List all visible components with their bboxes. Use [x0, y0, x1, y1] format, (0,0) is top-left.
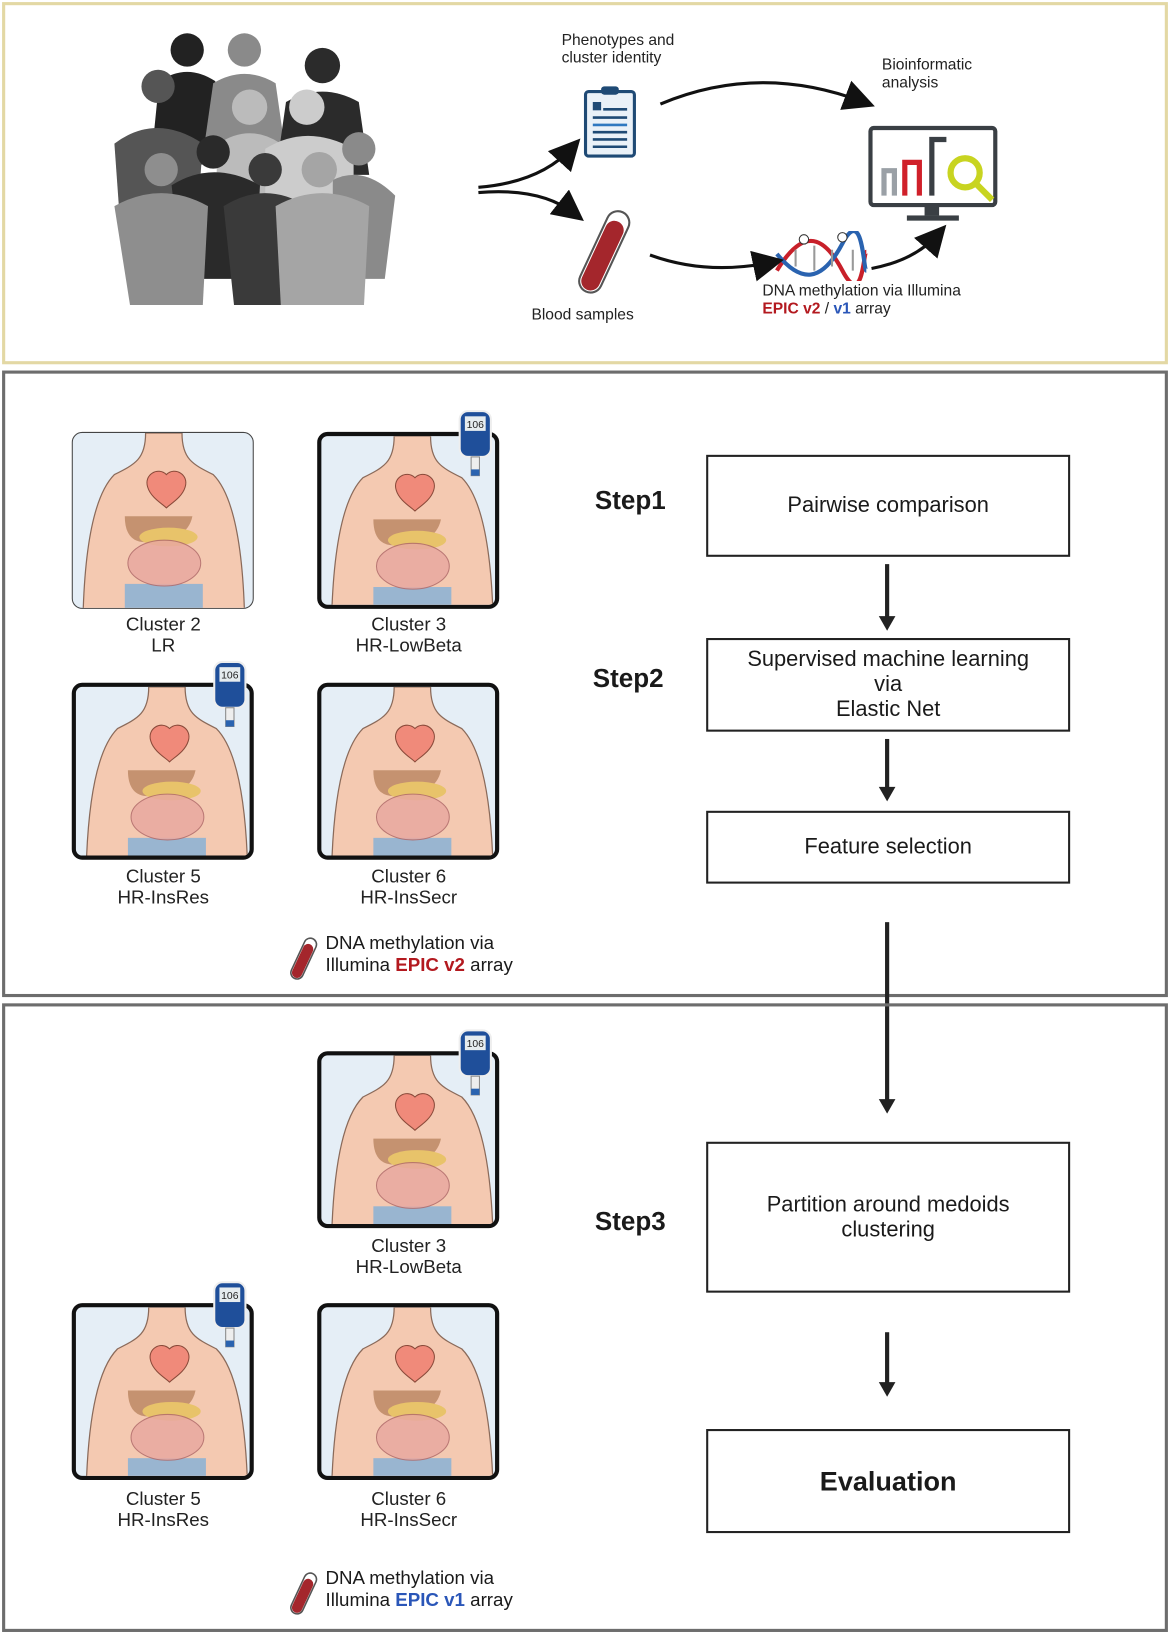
cluster-illustration	[317, 1051, 500, 1229]
arrow-down-icon	[878, 564, 896, 631]
step2-label: Step2	[592, 664, 664, 694]
evaluation-box: Evaluation	[706, 1429, 1071, 1534]
people-group-icon	[114, 33, 396, 305]
cluster-illustration	[317, 431, 500, 609]
glucose-meter-icon: 106	[458, 1028, 493, 1097]
blood-tube-icon	[290, 1572, 318, 1615]
cluster-subtype: HR-InsSecr	[360, 1509, 458, 1530]
cluster-subtype: HR-InsSecr	[360, 886, 458, 908]
glucose-meter-icon: 106	[212, 1280, 247, 1349]
cluster-illustration	[317, 1303, 500, 1481]
cluster-illustration	[71, 1303, 254, 1481]
epic-v1-array-label: DNA methylation via Illumina EPIC v1 arr…	[325, 1567, 513, 1611]
glucose-meter-icon: 106	[212, 660, 247, 729]
cluster-subtype: HR-InsRes	[117, 886, 210, 908]
cluster-name: Cluster 3	[371, 1235, 447, 1257]
cluster-subtype: LR	[151, 634, 176, 656]
workflow-arrows	[478, 80, 947, 282]
bioinformatic-label: Bioinformatic analysis	[881, 56, 973, 92]
cluster-name: Cluster 3	[371, 614, 447, 635]
cluster-subtype: HR-LowBeta	[355, 634, 462, 656]
blood-tube-icon	[578, 210, 631, 294]
arrow-down-icon	[878, 738, 896, 802]
validation-panel	[2, 1003, 1168, 1632]
cluster-name: Cluster 5	[125, 865, 201, 887]
cluster-illustration	[71, 682, 254, 860]
clipboard-icon	[583, 86, 636, 158]
feature-selection-box: Feature selection	[706, 810, 1071, 884]
epic-v2-label: EPIC v2	[762, 299, 821, 318]
overview-panel	[2, 2, 1168, 365]
svg-text:106: 106	[221, 671, 239, 682]
svg-text:106: 106	[221, 1291, 239, 1302]
epic-v1-label: v1	[833, 299, 851, 318]
svg-text:106: 106	[467, 420, 485, 431]
discovery-panel	[2, 370, 1168, 998]
step1-label: Step1	[594, 486, 666, 516]
epic-v2-array-label: DNA methylation via Illumina EPIC v2 arr…	[325, 932, 513, 976]
cluster-illustration	[317, 682, 500, 860]
dna-methylation-label: DNA methylation via Illumina EPIC v2 / v…	[762, 282, 961, 318]
cluster-subtype: HR-InsRes	[117, 1509, 210, 1530]
blood-samples-label: Blood samples	[531, 305, 634, 324]
cluster-subtype: HR-LowBeta	[355, 1256, 462, 1278]
glucose-meter-icon: 106	[458, 409, 493, 478]
arrow-down-icon	[878, 1332, 896, 1397]
dna-methylation-icon	[775, 231, 869, 282]
pam-clustering-box: Partition around medoids clustering	[706, 1141, 1071, 1293]
elastic-net-box: Supervised machine learning via Elastic …	[706, 638, 1071, 732]
monitor-analysis-icon	[868, 125, 998, 221]
cluster-name: Cluster 6	[371, 865, 447, 887]
step3-label: Step3	[594, 1207, 666, 1237]
cluster-name: Cluster 5	[125, 1488, 201, 1510]
arrow-down-icon	[878, 922, 896, 1114]
blood-tube-icon	[290, 937, 318, 980]
phenotypes-label: Phenotypes and cluster identity	[561, 31, 675, 67]
cluster-illustration	[71, 431, 254, 609]
cluster-name: Cluster 6	[371, 1488, 447, 1510]
cluster-name: Cluster 2	[125, 614, 201, 635]
pairwise-comparison-box: Pairwise comparison	[706, 454, 1071, 557]
svg-text:106: 106	[467, 1039, 485, 1050]
